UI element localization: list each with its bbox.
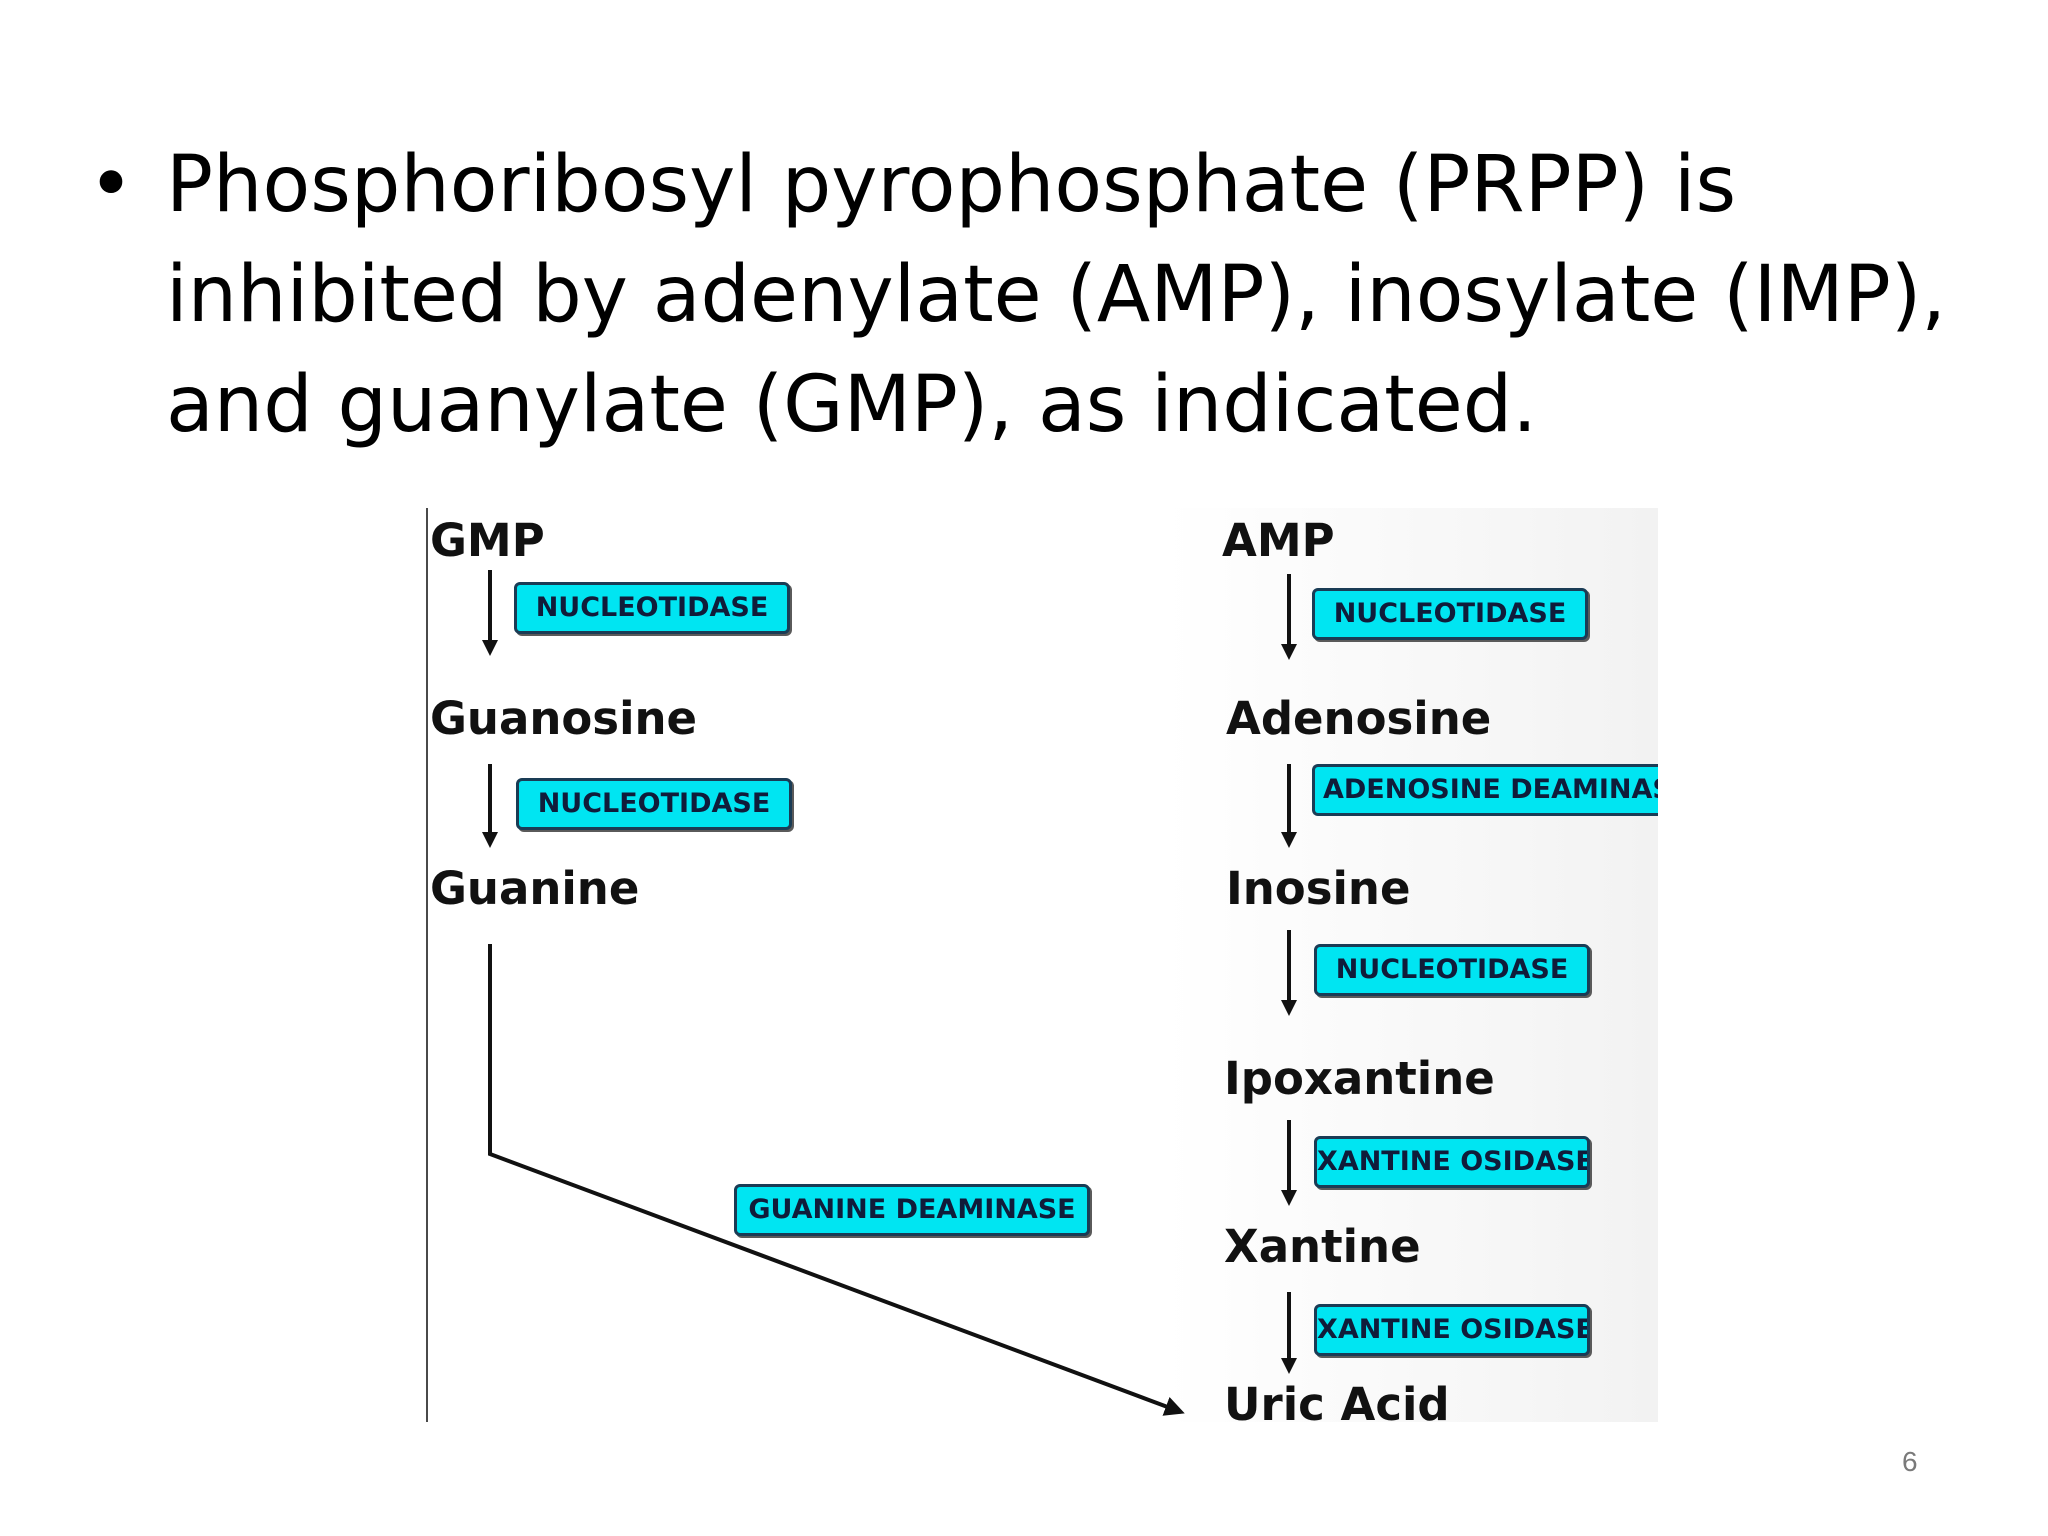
node-amp: AMP — [1222, 514, 1335, 567]
node-xantine: Xantine — [1224, 1220, 1421, 1273]
enzyme-guanine-deaminase: GUANINE DEAMINASE — [734, 1184, 1090, 1236]
slide-page-number: 6 — [1902, 1446, 1918, 1477]
pathway-arrows — [482, 570, 1297, 1416]
arrow-guanine-to-uric-acid — [488, 944, 1185, 1416]
bullet-line-3: and guanylate (GMP), as indicated. — [166, 360, 1538, 450]
enzyme-nucleotidase-gmp: NUCLEOTIDASE — [514, 582, 790, 634]
node-ipoxantine: Ipoxantine — [1224, 1052, 1495, 1105]
enzyme-xantine-osidase-2: XANTINE OSIDASE — [1314, 1304, 1590, 1356]
enzyme-xantine-osidase-1: XANTINE OSIDASE — [1314, 1136, 1590, 1188]
bullet-line-1: Phosphoribosyl pyrophosphate (PRPP) is — [166, 140, 1737, 230]
enzyme-nucleotidase-guanosine: NUCLEOTIDASE — [516, 778, 792, 830]
node-uric-acid: Uric Acid — [1224, 1378, 1450, 1422]
node-guanine: Guanine — [430, 862, 640, 915]
bullet-lines: Phosphoribosyl pyrophosphate (PRPP) is i… — [166, 130, 1966, 460]
node-guanosine: Guanosine — [430, 692, 698, 745]
bullet-icon: • — [88, 140, 135, 230]
node-adenosine: Adenosine — [1226, 692, 1492, 745]
purine-degradation-diagram: GMP Guanosine Guanine NUCLEOTIDASE NUCLE… — [426, 508, 1658, 1422]
enzyme-nucleotidase-inosine: NUCLEOTIDASE — [1314, 944, 1590, 996]
enzyme-nucleotidase-amp: NUCLEOTIDASE — [1312, 588, 1588, 640]
node-gmp: GMP — [430, 514, 545, 567]
bullet-line-2: inhibited by adenylate (AMP), inosylate … — [166, 250, 1947, 340]
figure-left-border — [426, 508, 428, 1422]
enzyme-adenosine-deaminase: ADENOSINE DEAMINASE — [1312, 764, 1658, 816]
node-inosine: Inosine — [1226, 862, 1411, 915]
